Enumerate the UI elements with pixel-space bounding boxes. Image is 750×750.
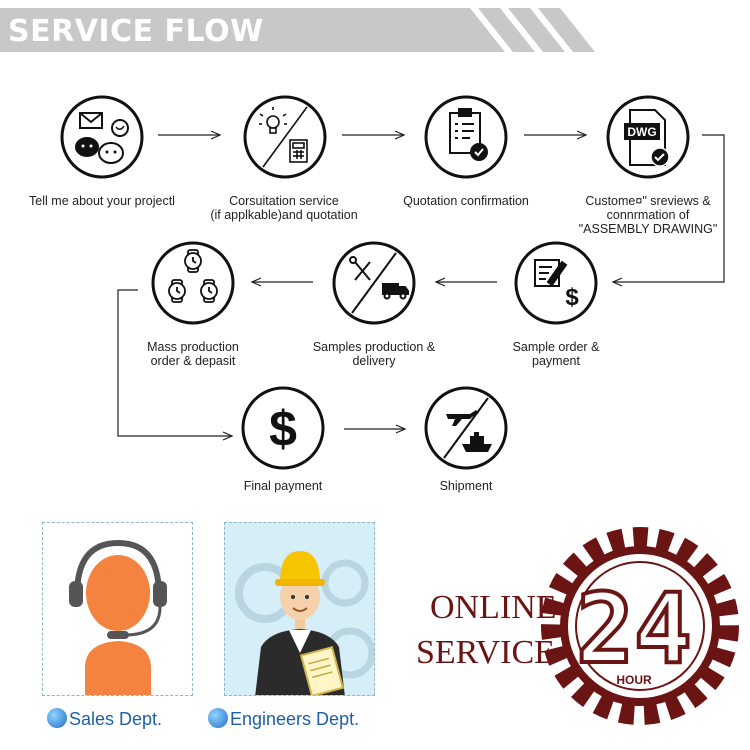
step-circle-review bbox=[606, 95, 690, 179]
svg-text:$: $ bbox=[565, 284, 579, 311]
banner bbox=[0, 8, 595, 52]
step-circle-sample-prod bbox=[332, 241, 416, 325]
online-service-number: 24 bbox=[576, 573, 692, 685]
gear-icon bbox=[541, 527, 739, 725]
step-label-sample-order: Sample order & payment bbox=[512, 340, 600, 368]
online-service-unit: HOUR bbox=[616, 673, 652, 687]
step-label-mass: Mass production order & depasit bbox=[147, 340, 239, 368]
step-circle-quote bbox=[424, 95, 508, 179]
banner-title: SERVICE FLOW bbox=[8, 14, 264, 49]
headset-agent-icon bbox=[69, 539, 167, 695]
service-flow-diagram: DWG $ $ bbox=[60, 95, 725, 470]
engineers-dept-link[interactable]: Engineers Dept. bbox=[208, 708, 359, 730]
dollar-icon: $ bbox=[269, 401, 297, 457]
engineers-dept-card bbox=[224, 522, 375, 696]
step-label-sample-prod: Samples production & delivery bbox=[312, 340, 436, 368]
step-circle-consult bbox=[243, 95, 327, 179]
step-label-final: Final payment bbox=[243, 479, 323, 493]
tools-truck-icon bbox=[349, 252, 409, 314]
clipboard-check-icon bbox=[449, 108, 488, 161]
engineers-dept-label: Engineers Dept. bbox=[230, 709, 360, 729]
engineer-icon bbox=[235, 551, 374, 695]
online-service-badge: 24 HOUR ONLINE SERVICE bbox=[416, 527, 739, 725]
step-label-ship: Shipment bbox=[439, 479, 493, 493]
online-service-line1: ONLINE bbox=[430, 589, 557, 626]
globe-bullet-icon bbox=[47, 708, 67, 728]
plane-ship-icon bbox=[443, 397, 492, 459]
dwg-file-icon: DWG bbox=[624, 109, 670, 167]
online-service-line2: SERVICE bbox=[416, 634, 555, 671]
step-circle-project bbox=[60, 95, 144, 179]
step-circle-ship bbox=[424, 386, 508, 470]
watches-icon bbox=[168, 249, 218, 303]
step-label-review: Custome¤" sreviews & connrmation of "ASS… bbox=[578, 194, 718, 236]
sales-dept-link[interactable]: Sales Dept. bbox=[47, 708, 162, 730]
step-circle-sample-order bbox=[514, 241, 598, 325]
chat-icon bbox=[75, 112, 129, 164]
flow-arrows bbox=[117, 135, 725, 436]
document-dollar-icon: $ bbox=[534, 259, 579, 311]
step-label-quote: Quotation confirmation bbox=[403, 194, 529, 208]
sales-dept-label: Sales Dept. bbox=[69, 709, 163, 729]
sales-dept-card bbox=[42, 522, 193, 696]
globe-bullet-icon bbox=[208, 708, 228, 728]
step-label-project: Tell me about your projectl bbox=[29, 194, 175, 208]
idea-calculator-icon bbox=[259, 106, 308, 168]
svg-text:DWG: DWG bbox=[627, 125, 656, 139]
step-circle-final bbox=[241, 386, 325, 470]
step-circle-mass bbox=[151, 241, 235, 325]
step-label-consult: Corsuitation service (if applkable)and q… bbox=[210, 194, 358, 222]
